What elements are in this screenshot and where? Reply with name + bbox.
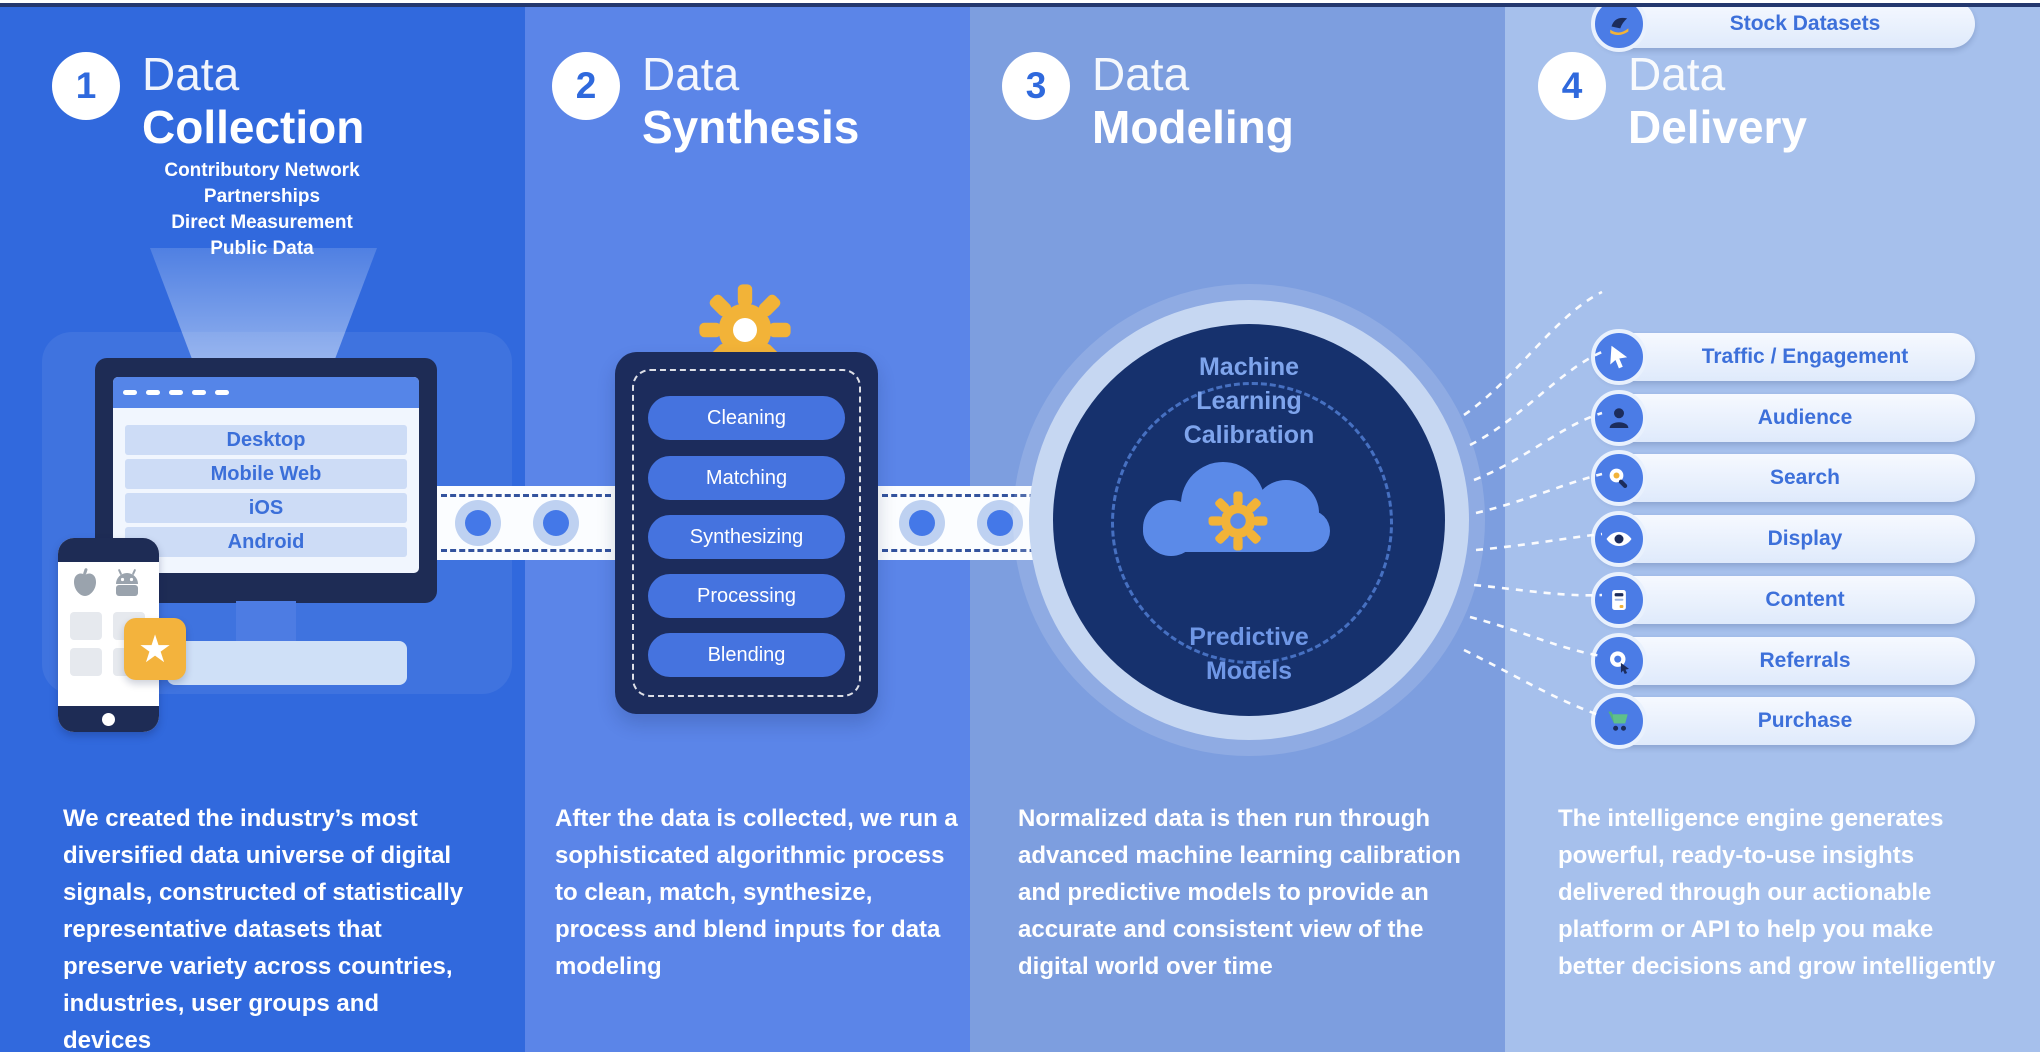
monitor-screen: Desktop Mobile Web iOS Android xyxy=(113,377,419,573)
step-4-description: The intelligence engine generates powerf… xyxy=(1558,805,1996,980)
phone-top-bezel xyxy=(58,538,159,562)
channel-label: Display xyxy=(1767,527,1843,550)
stage-pill-processing: Processing xyxy=(648,574,845,618)
step-header-2: 2 Data Synthesis xyxy=(552,48,859,154)
synthesis-panel: Cleaning Matching Synthesizing Processin… xyxy=(615,352,878,714)
desktop-monitor: Desktop Mobile Web iOS Android xyxy=(95,358,437,603)
belt-dot xyxy=(455,500,501,546)
stage-pill-matching: Matching xyxy=(648,456,845,500)
stage-pill-cleaning: Cleaning xyxy=(648,396,845,440)
cursor-icon xyxy=(1591,329,1647,385)
channel-pill-stock-datasets: Stock Datasets xyxy=(1591,0,1975,52)
eye-icon xyxy=(1591,511,1647,567)
step-3-badge: 3 xyxy=(1002,52,1070,120)
referral-icon xyxy=(1591,633,1647,689)
star-app-tile: ★ xyxy=(124,618,186,680)
step-2-number: 2 xyxy=(575,65,597,106)
step-1-number: 1 xyxy=(75,65,97,106)
cart-icon xyxy=(1591,693,1647,749)
step-4-title: Data Delivery xyxy=(1628,48,1807,154)
step-3-title-line1: Data xyxy=(1092,48,1190,100)
source-direct-measurement: Direct Measurement xyxy=(171,212,353,233)
platform-row-ios: iOS xyxy=(125,493,407,523)
platform-row-android: Android xyxy=(125,527,407,557)
step-column-delivery: 4 Data Delivery Traffic / Engagement Aud… xyxy=(1505,0,2040,1052)
phone-bottom-bezel xyxy=(58,706,159,732)
funnel-beam xyxy=(150,248,377,362)
channel-label: Traffic / Engagement xyxy=(1701,345,1909,368)
channel-pill-display: Display xyxy=(1591,511,1975,567)
monitor-base xyxy=(167,641,407,685)
step-2-title-line2: Synthesis xyxy=(642,101,860,153)
panel-dashed-border xyxy=(632,369,861,697)
star-icon: ★ xyxy=(137,628,173,671)
audience-icon xyxy=(1591,390,1647,446)
step-header-4: 4 Data Delivery xyxy=(1538,48,1807,154)
stage-pill-blending: Blending xyxy=(648,633,845,677)
dataset-icon xyxy=(1591,0,1647,52)
step-2-description: After the data is collected, we run a so… xyxy=(555,805,958,980)
channel-pill-content: Content xyxy=(1591,572,1975,628)
monitor-stand xyxy=(236,601,296,643)
platform-row-mobile-web: Mobile Web xyxy=(125,459,407,489)
android-icon xyxy=(116,569,138,596)
browser-toolbar xyxy=(113,377,419,408)
channel-label: Audience xyxy=(1757,406,1853,429)
app-tile xyxy=(70,612,102,640)
step-2-title-line1: Data xyxy=(642,48,740,100)
platform-row-desktop: Desktop xyxy=(125,425,407,455)
top-edge xyxy=(0,0,2040,3)
channel-label: Purchase xyxy=(1757,709,1853,732)
conveyor-belt-left xyxy=(437,486,615,560)
channel-pill-traffic: Traffic / Engagement xyxy=(1591,329,1975,385)
cloud-icon xyxy=(1143,462,1333,556)
step-4-number: 4 xyxy=(1561,65,1583,106)
channel-label: Stock Datasets xyxy=(1729,12,1881,35)
top-border xyxy=(0,3,2040,7)
channel-pill-purchase: Purchase xyxy=(1591,693,1975,749)
home-button xyxy=(102,713,115,726)
step-3-title-line2: Modeling xyxy=(1092,101,1294,153)
step-2-badge: 2 xyxy=(552,52,620,120)
connector-lines xyxy=(1463,290,1603,718)
apple-icon xyxy=(74,568,96,596)
channel-label: Referrals xyxy=(1759,649,1851,672)
stage-pill-synthesizing: Synthesizing xyxy=(648,515,845,559)
gear-icon xyxy=(1208,491,1268,551)
channel-pill-audience: Audience xyxy=(1591,390,1975,446)
machine-learning-calibration-label: Machine Learning Calibration xyxy=(1183,353,1315,449)
step-1-badge: 1 xyxy=(52,52,120,120)
predictive-models-label: Predictive Models xyxy=(1189,623,1309,685)
step-4-title-line2: Delivery xyxy=(1628,101,1808,153)
source-contributory-network: Contributory Network xyxy=(164,160,360,181)
belt-dot xyxy=(977,500,1023,546)
step-1-description: We created the industry’s most diversifi… xyxy=(63,805,464,1052)
app-tile xyxy=(70,648,102,676)
step-header-3: 3 Data Modeling xyxy=(1002,48,1294,154)
data-sources-list: Contributory Network Partnerships Direct… xyxy=(102,158,422,262)
modeling-dashed-ring xyxy=(1111,382,1393,664)
channel-pill-search: Search xyxy=(1591,450,1975,506)
step-1-title-line1: Data xyxy=(142,48,240,100)
step-4-title-line1: Data xyxy=(1628,48,1726,100)
platform-list: Desktop Mobile Web iOS Android xyxy=(125,421,407,557)
step-2-title: Data Synthesis xyxy=(642,48,859,154)
step-4-badge: 4 xyxy=(1538,52,1606,120)
belt-dot xyxy=(899,500,945,546)
step-1-title-line2: Collection xyxy=(142,101,365,153)
step-3-description: Normalized data is then run through adva… xyxy=(1018,805,1461,980)
source-partnerships: Partnerships xyxy=(203,186,321,207)
content-icon xyxy=(1591,572,1647,628)
step-3-title: Data Modeling xyxy=(1092,48,1294,154)
step-3-number: 3 xyxy=(1025,65,1047,106)
belt-dot xyxy=(533,500,579,546)
search-icon xyxy=(1591,450,1647,506)
channel-label: Content xyxy=(1765,588,1845,611)
step-1-title: Data Collection xyxy=(142,48,364,154)
conveyor-belt-right xyxy=(878,486,1058,560)
channel-pill-referrals: Referrals xyxy=(1591,633,1975,689)
step-header-1: 1 Data Collection xyxy=(52,48,364,154)
channel-label: Search xyxy=(1769,466,1841,489)
